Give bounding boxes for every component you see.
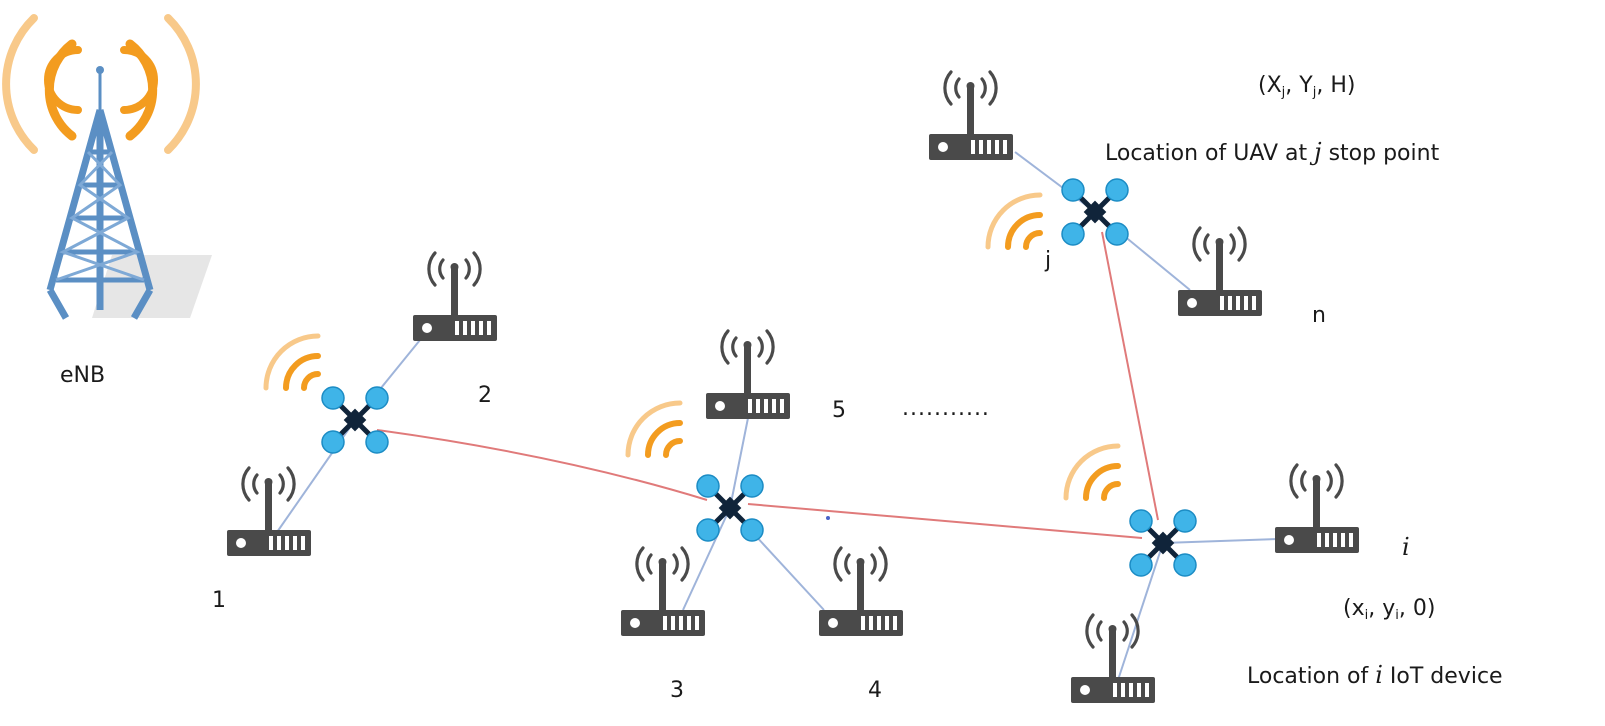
uav-trajectory bbox=[376, 231, 1159, 539]
iot-router-icon bbox=[927, 70, 1015, 162]
device-label-4: 4 bbox=[868, 678, 882, 703]
stray-dot bbox=[826, 516, 830, 520]
device-label-i: i bbox=[1402, 533, 1410, 561]
device-label-1: 1 bbox=[212, 588, 226, 613]
iot-router-icon bbox=[225, 466, 313, 558]
wireless-signal-icon bbox=[1066, 446, 1118, 498]
iot-coordinates: (xi, yi, 0) bbox=[1343, 596, 1436, 623]
uav-location-caption: Location of UAV at j stop point bbox=[1105, 138, 1440, 166]
wireless-signal-icon bbox=[988, 195, 1040, 247]
iot-router-icon bbox=[817, 546, 905, 638]
device-label-3: 3 bbox=[670, 678, 684, 703]
stop-point-label-j: j bbox=[1045, 248, 1052, 273]
iot-router-icon bbox=[1176, 226, 1264, 318]
iot-router-icon bbox=[1273, 463, 1361, 555]
device-label-2: 2 bbox=[478, 383, 492, 408]
iot-router-icon bbox=[704, 329, 792, 421]
ellipsis-label: ........... bbox=[902, 396, 990, 421]
iot-router-icon bbox=[1069, 613, 1157, 705]
quadcopter-drone-icon bbox=[322, 387, 388, 453]
iot-router-icon bbox=[619, 546, 707, 638]
iot-router-icon bbox=[411, 251, 499, 343]
device-label-n: n bbox=[1312, 303, 1326, 328]
quadcopter-drone-icon bbox=[1062, 179, 1128, 245]
wireless-signal-icon bbox=[628, 403, 680, 455]
quadcopter-drone-icon bbox=[697, 475, 763, 541]
wireless-signal-icon bbox=[266, 336, 318, 388]
iot-location-caption: Location of i IoT device bbox=[1247, 661, 1503, 689]
cell-tower-icon bbox=[2, 14, 212, 320]
uav-coordinates: (Xj, Yj, H) bbox=[1258, 73, 1356, 100]
enb-label: eNB bbox=[60, 363, 106, 388]
device-label-5: 5 bbox=[832, 398, 846, 423]
